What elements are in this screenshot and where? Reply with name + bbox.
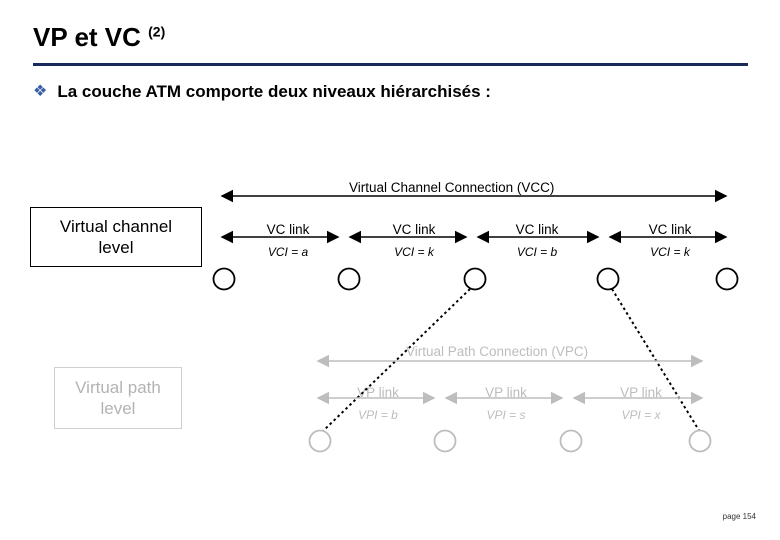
title-divider: [33, 63, 748, 66]
vc-node-3: [596, 267, 620, 291]
vp-node-1: [433, 429, 457, 453]
vp-link-vpi-0: VPI = b: [358, 408, 398, 422]
bullet-text: La couche ATM comporte deux niveaux hiér…: [57, 82, 491, 101]
vc-link-vci-0: VCI = a: [267, 245, 309, 259]
vp-link-vpi-2: VPI = x: [621, 408, 661, 422]
vp-node-3: [688, 429, 712, 453]
page-number: page 154: [722, 512, 756, 521]
vc-node-0: [212, 267, 236, 291]
page-title-superscript: (2): [148, 23, 166, 40]
vc-link-vci-1: VCI = k: [394, 245, 434, 259]
vc-link-vci-3: VCI = k: [650, 245, 690, 259]
bullet-row: ❖ La couche ATM comporte deux niveaux hi…: [33, 82, 491, 102]
page-title: VP et VC (2): [33, 22, 165, 53]
vp-node-0: [308, 429, 332, 453]
vp-link-vpi-1: VPI = s: [486, 408, 526, 422]
vp-bundle-left-edge: [321, 288, 471, 433]
vc-node-2: [463, 267, 487, 291]
page-title-text: VP et VC: [33, 22, 141, 52]
vc-link-vci-2: VCI = b: [516, 245, 558, 259]
vc-node-4: [715, 267, 739, 291]
vc-node-1: [337, 267, 361, 291]
vp-node-2: [559, 429, 583, 453]
bullet-square-icon: ❖: [33, 83, 48, 100]
